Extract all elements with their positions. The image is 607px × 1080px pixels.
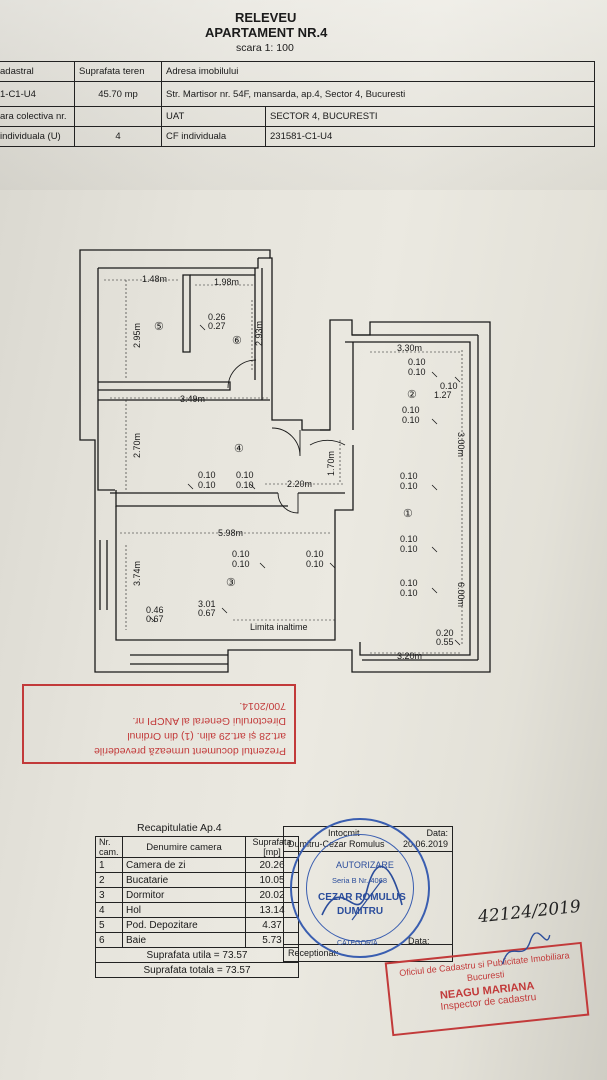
room-2-label: ② [407, 389, 417, 401]
recap-cell: 2 [95, 872, 123, 888]
stamp-line: 700/2014. [239, 700, 286, 712]
recap-cell: Camera de zi [122, 857, 246, 873]
level-010: 0.10 [400, 578, 418, 588]
room-4-label: ④ [234, 443, 244, 455]
office-stamp: Oficiul de Cadastru si Publicitate Imobi… [384, 932, 590, 1037]
level-010: 0.10 [198, 470, 216, 480]
room-5-label: ⑤ [154, 321, 164, 333]
dim-5-98: 5.98m [218, 528, 243, 538]
room-6-label: ⑥ [232, 335, 242, 347]
dim-3-00: 3.00m [456, 432, 466, 457]
recap-header: Nr. cam. [95, 836, 123, 858]
recap-cell: Hol [122, 902, 246, 918]
level-010: 0.10 [232, 549, 250, 559]
stamp-line: Directorului General al ANCPI nr. [132, 715, 286, 727]
recap-cell: 5 [95, 917, 123, 933]
seal-name2: DUMITRU [337, 906, 384, 917]
level-301: 3.01 [198, 599, 216, 609]
level-010: 0.10 [400, 588, 418, 598]
seal-serie: Seria B Nr. 4068 [332, 876, 388, 885]
dim-1-48: 1.48m [142, 274, 167, 284]
recap-title: Recapitulatie Ap.4 [137, 822, 222, 834]
level-010: 0.10 [440, 381, 458, 391]
dim-3-20: 3.20m [397, 651, 422, 661]
inspector-signature [501, 932, 551, 965]
dim-3-30: 3.30m [397, 343, 422, 353]
dim-3-74: 3.74m [132, 561, 142, 586]
info-cell: Str. Martisor nr. 54F, mansarda, ap.4, S… [161, 81, 595, 107]
surveyor-seal: AUTORIZARE Seria B Nr. 4068 CEZAR ROMULU… [290, 818, 430, 958]
seal-name1: CEZAR ROMULUS [318, 892, 406, 903]
dim-2-70: 2.70m [132, 433, 142, 458]
info-cell: CF individuala [161, 126, 266, 147]
recap-cell: Pod. Depozitare [122, 917, 246, 933]
date-label: Data: [426, 828, 448, 838]
level-010: 0.10 [400, 471, 418, 481]
recap-header: Denumire camera [122, 836, 246, 858]
level-010: 0.10 [400, 544, 418, 554]
level-055: 0.55 [436, 637, 454, 647]
dim-6-00: 6.00m [456, 582, 466, 607]
blue-signature [321, 865, 403, 921]
level-010: 0.10 [408, 357, 426, 367]
room-1-label: ① [403, 508, 413, 520]
level-026: 0.26 [208, 312, 226, 322]
dimension-lines [104, 279, 463, 654]
seal-autorizare: AUTORIZARE [336, 860, 394, 870]
level-027: 0.27 [208, 321, 226, 331]
level-010: 0.10 [402, 405, 420, 415]
data-label-2: Data: [408, 936, 430, 946]
title-apartment: APARTAMENT NR.4 [205, 25, 328, 40]
dim-2-20: 2.20m [287, 479, 312, 489]
level-markers [149, 324, 461, 646]
recap-total: Suprafata totala = 73.57 [95, 962, 299, 978]
stamp-line: art.28 și art.29 alin. (1) din Ordinul [127, 730, 286, 742]
receptionat-label: Receptionat: [288, 948, 339, 958]
recap-cell: Dormitor [122, 887, 246, 903]
room-3-label: ③ [226, 577, 236, 589]
level-010: 0.10 [198, 480, 216, 490]
dim-3-49: 3.49m [180, 394, 205, 404]
recap-cell: 4 [95, 902, 123, 918]
dim-1-98: 1.98m [214, 277, 239, 287]
level-010: 0.10 [408, 367, 426, 377]
dim-2-95: 2.95m [132, 323, 142, 348]
seal-categoria: CATEGORIA [337, 940, 378, 947]
title-releveu: RELEVEU [235, 10, 297, 25]
level-046: 0.46 [146, 605, 164, 615]
door-swings [227, 359, 346, 514]
recap-cell: 3 [95, 887, 123, 903]
scale-label: scara 1: 100 [236, 42, 294, 54]
level-010: 0.10 [402, 415, 420, 425]
level-010: 0.10 [400, 481, 418, 491]
level-010: 0.10 [236, 470, 254, 480]
level-010: 0.10 [232, 559, 250, 569]
recap-util: Suprafata utila = 73.57 [95, 947, 299, 963]
recap-cell: Bucatarie [122, 872, 246, 888]
stamp-line: Prezentul document urmează prevederile [93, 745, 286, 757]
level-010: 0.10 [236, 480, 254, 490]
dim-1-70: 1.70m [326, 451, 336, 476]
recap-table: Nr. cam. Denumire camera Suprafata [mp] … [95, 836, 299, 978]
level-127: 1.27 [434, 390, 452, 400]
dim-2-93: 2.93m [254, 321, 264, 346]
level-010: 0.10 [306, 549, 324, 559]
plan-walls [79, 249, 491, 673]
recap-cell: 1 [95, 857, 123, 873]
level-020: 0.20 [436, 628, 454, 638]
red-notice-stamp: Prezentul document urmează prevederile a… [22, 684, 296, 764]
level-067: 0.67 [146, 614, 164, 624]
level-067: 0.67 [198, 608, 216, 618]
recap-cell: Baie [122, 932, 246, 948]
info-cell: 231581-C1-U4 [265, 126, 595, 147]
height-limit-label: Limita inaltime [250, 622, 308, 632]
survey-date: 20.06.2019 [402, 839, 448, 849]
level-010: 0.10 [306, 559, 324, 569]
recap-cell: 6 [95, 932, 123, 948]
level-010: 0.10 [400, 534, 418, 544]
info-table: adastral Suprafata teren Adresa imobilul… [0, 61, 595, 147]
